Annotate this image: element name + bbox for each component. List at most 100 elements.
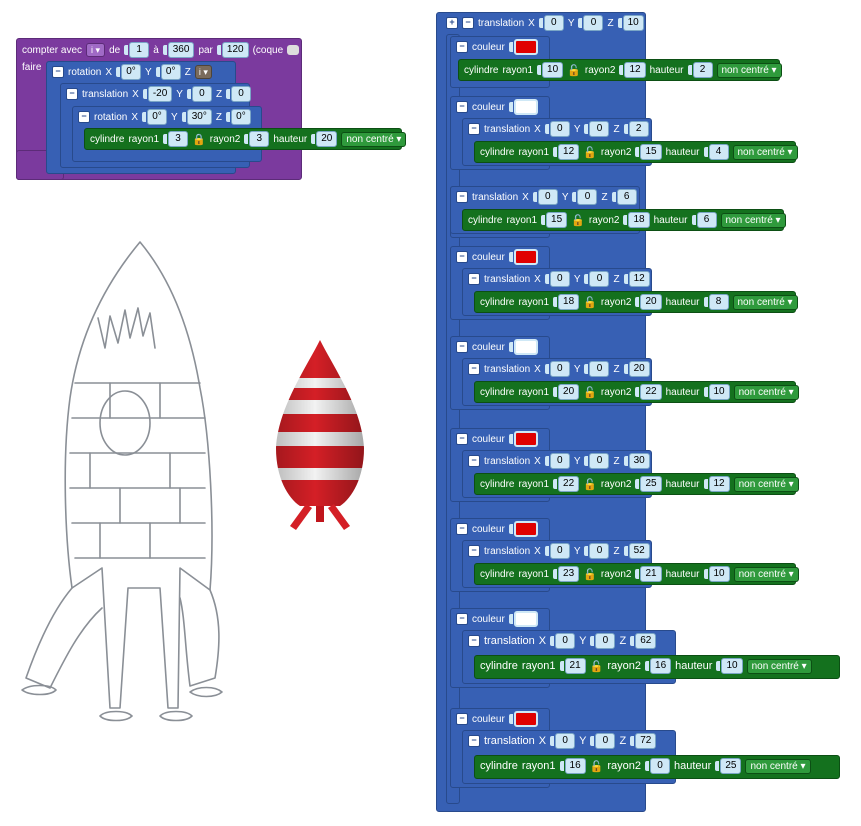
translation-8-y[interactable]: 0: [595, 733, 616, 749]
lock-icon[interactable]: 🔒: [192, 133, 206, 146]
translation-1-y[interactable]: 0: [191, 86, 212, 102]
minus-icon[interactable]: −: [468, 635, 480, 647]
color-swatch-1[interactable]: [513, 99, 538, 115]
translation-7-x[interactable]: 0: [555, 633, 576, 649]
cylinder-4-r1[interactable]: 20: [558, 384, 580, 400]
rotation-2-y[interactable]: 30°: [186, 109, 212, 125]
minus-icon[interactable]: −: [462, 17, 474, 29]
minus-icon[interactable]: −: [456, 191, 468, 203]
translation-2-x[interactable]: 0: [537, 189, 558, 205]
cylinder-0-h[interactable]: 2: [692, 62, 713, 78]
cylinder-8-r1[interactable]: 16: [564, 758, 586, 774]
lock-icon[interactable]: 🔓: [571, 214, 585, 227]
translation-4-z[interactable]: 20: [628, 361, 650, 377]
cylinder-5-r2[interactable]: 25: [640, 476, 662, 492]
lock-icon[interactable]: 🔓: [583, 478, 597, 491]
cylinder-7-h[interactable]: 10: [721, 658, 743, 674]
cylinder-6-r2[interactable]: 21: [640, 566, 662, 582]
minus-icon[interactable]: −: [456, 613, 468, 625]
rotation-2-x[interactable]: 0°: [147, 109, 168, 125]
translation-6-z[interactable]: 52: [628, 543, 650, 559]
top-translation-y[interactable]: 0: [583, 15, 604, 31]
translation-1-x[interactable]: -20: [147, 86, 173, 102]
translation-3-x[interactable]: 0: [549, 271, 570, 287]
cylinder-6-center-dropdown[interactable]: non centré ▾: [733, 566, 799, 582]
minus-icon[interactable]: −: [66, 88, 78, 100]
minus-icon[interactable]: −: [456, 341, 468, 353]
cylinder-loop-r2[interactable]: 3: [249, 131, 270, 147]
cylinder-3-r1[interactable]: 18: [558, 294, 580, 310]
cylinder-4-h[interactable]: 10: [708, 384, 730, 400]
minus-icon[interactable]: −: [78, 111, 90, 123]
cylinder-loop-center-dropdown[interactable]: non centré ▾: [341, 131, 407, 147]
translation-4-y[interactable]: 0: [589, 361, 610, 377]
translation-4-x[interactable]: 0: [549, 361, 570, 377]
translation-8-x[interactable]: 0: [555, 733, 576, 749]
lock-icon[interactable]: 🔓: [589, 760, 604, 773]
lock-icon[interactable]: 🔓: [583, 386, 597, 399]
color-swatch-6[interactable]: [513, 521, 538, 537]
cylinder-0-r1[interactable]: 10: [542, 62, 564, 78]
translation-3-y[interactable]: 0: [589, 271, 610, 287]
cylinder-5-center-dropdown[interactable]: non centré ▾: [733, 476, 799, 492]
cylinder-3-r2[interactable]: 20: [640, 294, 662, 310]
minus-icon[interactable]: −: [456, 41, 468, 53]
translation-5-x[interactable]: 0: [549, 453, 570, 469]
translation-6-x[interactable]: 0: [549, 543, 570, 559]
cylinder-3-center-dropdown[interactable]: non centré ▾: [732, 294, 798, 310]
cylinder-7-r1[interactable]: 21: [564, 658, 586, 674]
translation-5-z[interactable]: 30: [628, 453, 650, 469]
cylinder-8-center-dropdown[interactable]: non centré ▾: [745, 758, 811, 774]
loop-by-input[interactable]: 120: [221, 42, 249, 58]
cylinder-6-r1[interactable]: 23: [558, 566, 580, 582]
rotation-2-z[interactable]: 0°: [230, 109, 251, 125]
loop-from-input[interactable]: 1: [129, 42, 150, 58]
color-swatch-0[interactable]: [513, 39, 538, 55]
rotation-1-y[interactable]: 0°: [160, 64, 181, 80]
cylinder-2-r1[interactable]: 15: [546, 212, 568, 228]
cylinder-1-center-dropdown[interactable]: non centré ▾: [732, 144, 798, 160]
minus-icon[interactable]: −: [468, 545, 480, 557]
cylinder-8-h[interactable]: 25: [720, 758, 742, 774]
lock-icon[interactable]: 🔓: [567, 64, 581, 77]
loop-to-input[interactable]: 360: [167, 42, 195, 58]
minus-icon[interactable]: −: [456, 433, 468, 445]
minus-icon[interactable]: −: [456, 251, 468, 263]
color-swatch-5[interactable]: [513, 431, 538, 447]
lock-icon[interactable]: 🔓: [589, 660, 604, 673]
minus-icon[interactable]: −: [468, 455, 480, 467]
minus-icon[interactable]: −: [456, 713, 468, 725]
translation-7-y[interactable]: 0: [595, 633, 616, 649]
hull-toggle[interactable]: [287, 45, 300, 55]
cylinder-4-r2[interactable]: 22: [640, 384, 662, 400]
minus-icon[interactable]: −: [456, 523, 468, 535]
loop-var-dropdown[interactable]: i ▾: [86, 43, 106, 57]
minus-icon[interactable]: −: [456, 101, 468, 113]
cylinder-1-r2[interactable]: 15: [640, 144, 662, 160]
cylinder-2-r2[interactable]: 18: [628, 212, 650, 228]
translation-3-z[interactable]: 12: [628, 271, 650, 287]
cylinder-7-center-dropdown[interactable]: non centré ▾: [746, 658, 812, 674]
cylinder-4-center-dropdown[interactable]: non centré ▾: [733, 384, 799, 400]
plus-icon[interactable]: +: [446, 17, 458, 29]
translation-1-x[interactable]: 0: [549, 121, 570, 137]
color-swatch-3[interactable]: [513, 249, 538, 265]
cylinder-3-h[interactable]: 8: [708, 294, 729, 310]
translation-2-y[interactable]: 0: [577, 189, 598, 205]
translation-1-y[interactable]: 0: [589, 121, 610, 137]
translation-6-y[interactable]: 0: [589, 543, 610, 559]
lock-icon[interactable]: 🔓: [583, 568, 597, 581]
cylinder-1-r1[interactable]: 12: [558, 144, 580, 160]
translation-1-z[interactable]: 2: [628, 121, 649, 137]
cylinder-7-r2[interactable]: 16: [650, 658, 672, 674]
cylinder-6-h[interactable]: 10: [708, 566, 730, 582]
minus-icon[interactable]: −: [52, 66, 64, 78]
lock-icon[interactable]: 🔓: [583, 146, 597, 159]
cylinder-loop-h[interactable]: 20: [316, 131, 338, 147]
cylinder-5-r1[interactable]: 22: [558, 476, 580, 492]
cylinder-0-r2[interactable]: 12: [624, 62, 646, 78]
minus-icon[interactable]: −: [468, 123, 480, 135]
color-swatch-8[interactable]: [513, 711, 538, 727]
cylinder-2-h[interactable]: 6: [696, 212, 717, 228]
rotation-1-z-var[interactable]: i ▾: [194, 65, 212, 79]
